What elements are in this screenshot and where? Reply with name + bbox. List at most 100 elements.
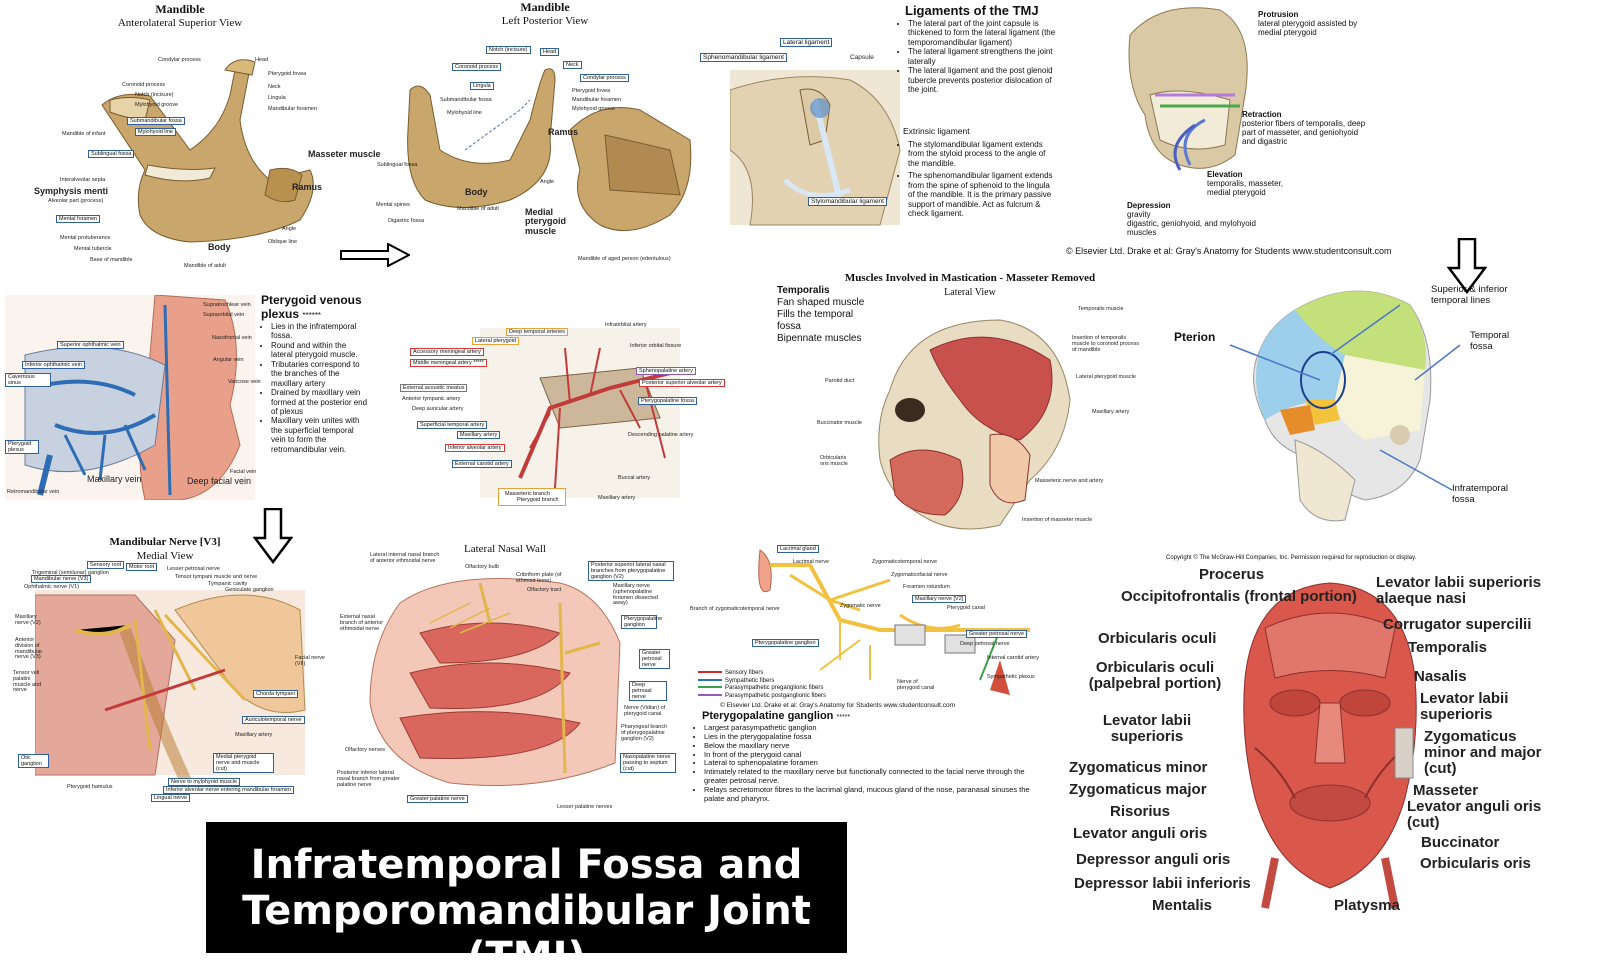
- venous-title-text: Pterygoid venous plexus: [261, 293, 362, 321]
- bullet: Tributaries correspond to the branches o…: [271, 360, 369, 388]
- label: Medial pterygoid muscle: [525, 207, 567, 236]
- bullet: Lies in the pterygopalatine fossa: [704, 732, 1044, 742]
- tmj-ligaments-panel: Lateral ligament Sphenomandibular ligame…: [700, 0, 1120, 270]
- label-line: Masseteric branch: [505, 491, 550, 497]
- legend-label: Sympathetic fibers: [725, 677, 775, 684]
- mandible1-title: Mandible: [155, 2, 205, 16]
- bullet: Below the maxillary nerve: [704, 741, 1044, 751]
- skull-illustration: [1253, 290, 1432, 522]
- label: Superior & inferior temporal lines: [1431, 284, 1508, 306]
- label: Cribriform plate (of ethmoid bone): [516, 572, 562, 584]
- label-box: Otic ganglion: [18, 754, 49, 768]
- label: Tensor tympani muscle and nerve: [175, 574, 258, 580]
- label: Orbicularis oris muscle: [820, 455, 848, 467]
- nasal-illustration: [369, 578, 621, 786]
- bullet: The stylomandibular ligament extends fro…: [908, 140, 1058, 168]
- label: Submandibular fossa: [440, 97, 492, 103]
- tmj-movements-panel: Protrusion lateral pterygoid assisted by…: [1100, 0, 1440, 260]
- nerve-title: Mandibular Nerve [V3]: [109, 536, 221, 548]
- legend-item: Parasympathetic preganglionic fibers: [698, 685, 826, 693]
- label: Facial vein: [230, 469, 257, 475]
- muscle-label: Buccinator: [1421, 834, 1500, 851]
- label-box: Mandibular nerve (V3): [31, 575, 92, 583]
- label: Pharyngeal branch of pterygopalatine gan…: [621, 724, 668, 742]
- label: Foramen rotundum: [903, 584, 950, 590]
- muscle-label-procerus: Procerus: [1199, 566, 1265, 583]
- label: Mandible of aged person (edentulous): [578, 256, 671, 262]
- face-copyright: Copyright © The McGraw-Hill Companies, I…: [1166, 555, 1417, 561]
- label: Insertion of temporalis muscle to corono…: [1072, 335, 1139, 353]
- legend-swatch: [698, 678, 722, 681]
- label: Symphysis menti: [34, 186, 109, 196]
- nasal-title: Lateral Nasal Wall: [464, 543, 546, 555]
- skull-pterion-panel: Superior & inferior temporal lines Pteri…: [1160, 280, 1590, 545]
- muscle-label: Levator anguli oris (cut): [1407, 798, 1542, 831]
- label-box: Greater petrosal nerve: [966, 630, 1028, 638]
- tmj-subhead: Extrinsic ligament: [903, 126, 970, 136]
- label-box: Maxillary nerve [V2]: [912, 595, 967, 603]
- label: Deep auricular artery: [412, 406, 464, 412]
- tmj-title: Ligaments of the TMJ: [905, 3, 1039, 18]
- label: Zygomatic nerve: [840, 603, 881, 609]
- label: Parotid duct: [825, 378, 855, 384]
- venous-title: Pterygoid venous plexus ******: [261, 293, 376, 321]
- skull-movements-illustration: [1128, 7, 1248, 171]
- label: Ophthalmic nerve (V1): [24, 584, 80, 590]
- label-box: Lingula: [470, 82, 494, 90]
- label-stars: *****: [473, 360, 484, 366]
- retraction-note: Retraction posterior fibers of temporali…: [1242, 110, 1372, 146]
- label-box: Posterior superior alveolar artery: [639, 379, 725, 387]
- mandible2-subtitle: Left Posterior View: [501, 15, 589, 27]
- label: Condylar process: [158, 57, 201, 63]
- label-box: Sphenopalatine artery: [636, 367, 696, 375]
- label: Sublingual fossa: [377, 162, 418, 168]
- temporalis-line: Bipennate muscles: [777, 333, 862, 344]
- label: Coronoid process: [122, 82, 166, 88]
- legend-swatch: [698, 686, 722, 689]
- label: Interalveolar septa: [60, 177, 106, 183]
- label: Mandible of infant: [62, 131, 106, 137]
- mandibular-nerve-panel: Mandibular Nerve [V3] Medial View Sensor…: [5, 535, 335, 805]
- facial-muscles-panel: Copyright © The McGraw-Hill Companies, I…: [1060, 553, 1600, 923]
- label-box: Head: [540, 48, 560, 56]
- protrusion-head: Protrusion: [1258, 10, 1299, 19]
- bullet: Round and within the lateral pterygoid m…: [271, 341, 369, 360]
- label: Temporal fossa: [1470, 330, 1510, 352]
- label: Lacrimal nerve: [793, 559, 830, 565]
- label: Pterygoid fovea: [572, 88, 611, 94]
- label-box: Nasopalatine nerve passing to septum (cu…: [620, 753, 676, 773]
- label-box: Middle meningeal artery *****: [410, 359, 487, 367]
- legend-label: Sensory fibers: [725, 670, 764, 676]
- bullet: Drained by maxillary vein formed at the …: [271, 388, 369, 416]
- muscle-label: Occipitofrontalis (frontal portion): [1121, 588, 1357, 605]
- label: Pterygoid hamulus: [67, 784, 113, 790]
- label: Maxillary vein: [87, 474, 142, 484]
- label: Maxillary artery: [1092, 409, 1130, 415]
- depression-head: Depression: [1127, 201, 1171, 210]
- lateral-nasal-wall-panel: Lateral Nasal Wall Lateral internal nasa…: [335, 543, 685, 818]
- label: Retromandibular vein: [7, 489, 60, 495]
- bullet: Maxillary vein unites with the superfici…: [271, 416, 369, 454]
- mastication-illustration: [878, 319, 1071, 530]
- label-box: Posterior superior lateral nasal branche…: [588, 561, 674, 581]
- label: Lesser palatine nerves: [557, 804, 613, 810]
- label-box: Greater petrosal nerve: [639, 649, 670, 669]
- legend-item: Sensory fibers: [698, 670, 826, 678]
- label: Ramus: [548, 127, 579, 137]
- elevation-note: Elevation temporalis, masseter, medial p…: [1207, 170, 1307, 197]
- tmj-copyright: © Elsevier Ltd. Drake et al: Gray's Anat…: [1066, 246, 1392, 256]
- right-arrow-icon: [340, 243, 410, 267]
- label-box: Mylohyoid line: [135, 128, 176, 136]
- label: Base of mandible: [90, 257, 133, 263]
- legend-swatch: [698, 693, 722, 696]
- muscle-label: Levator labii superioris alaeque nasi: [1376, 574, 1542, 607]
- label: Insertion of masseter muscle: [1022, 517, 1093, 523]
- ganglion-illustration: [758, 549, 1030, 695]
- label: Lingula: [268, 95, 286, 101]
- down-arrow-icon: [253, 508, 293, 564]
- label-box: Masseteric branch Pterygoid branch: [498, 488, 566, 506]
- depression-item: digastric, geniohyoid, and mylohyoid mus…: [1127, 219, 1256, 237]
- label-box: Notch (incisure): [486, 46, 531, 54]
- label-box: Deep petrosal nerve: [629, 681, 667, 701]
- label-box: Lingual nerve: [151, 794, 191, 802]
